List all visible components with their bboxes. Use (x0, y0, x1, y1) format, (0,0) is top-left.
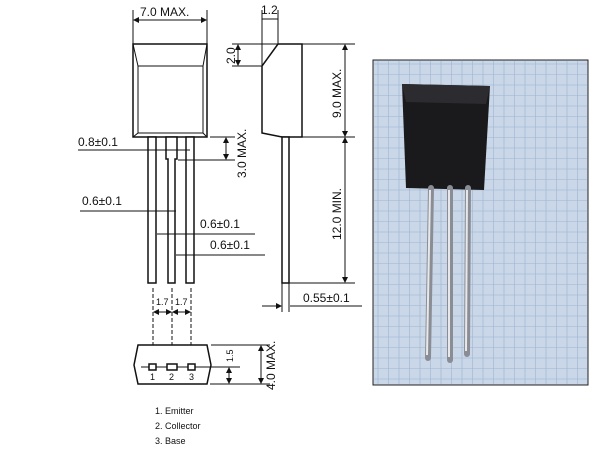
lead-length-label: 12.0 MIN. (330, 188, 344, 240)
lead-width-label-3: 0.6±0.1 (210, 238, 250, 252)
legend-item: 1. Emitter (155, 406, 194, 416)
legend-item: 3. Base (155, 436, 186, 446)
front-view: 7.0 MAX. 3.0 MAX. 0.8±0.1 0.6±0.1 0.6±0.… (78, 5, 265, 345)
chamfer-width-label: 1.2 (261, 3, 278, 17)
bottom-view: 1 2 3 1.5 4.0 MAX. (133, 341, 278, 390)
lead-width-label-1: 0.6±0.1 (82, 194, 122, 208)
pin-3-label: 3 (189, 372, 194, 382)
chamfer-height-label: 2.0 (224, 47, 238, 64)
depth-max-label: 4.0 MAX. (264, 341, 278, 390)
pitch-label-1: 1.7 (156, 297, 169, 307)
pin-2-label: 2 (169, 372, 174, 382)
pin-legend: 1. Emitter 2. Collector 3. Base (155, 406, 201, 446)
lead-offset-label: 1.5 (225, 349, 235, 362)
width-max-label: 7.0 MAX. (140, 5, 189, 19)
lead-transition-label: 3.0 MAX. (235, 129, 249, 178)
lead-thickness-label: 0.55±0.1 (303, 291, 350, 305)
pin-1-label: 1 (150, 372, 155, 382)
pitch-label-2: 1.7 (175, 297, 188, 307)
side-view: 1.2 2.0 9.0 MAX. 12.0 MIN. 0.55±0.1 (224, 3, 362, 312)
transistor-photo (372, 59, 589, 386)
center-lead-width-label: 0.8±0.1 (78, 135, 118, 149)
lead-width-label-2: 0.6±0.1 (200, 217, 240, 231)
body-height-label: 9.0 MAX. (330, 69, 344, 118)
legend-item: 2. Collector (155, 421, 201, 431)
